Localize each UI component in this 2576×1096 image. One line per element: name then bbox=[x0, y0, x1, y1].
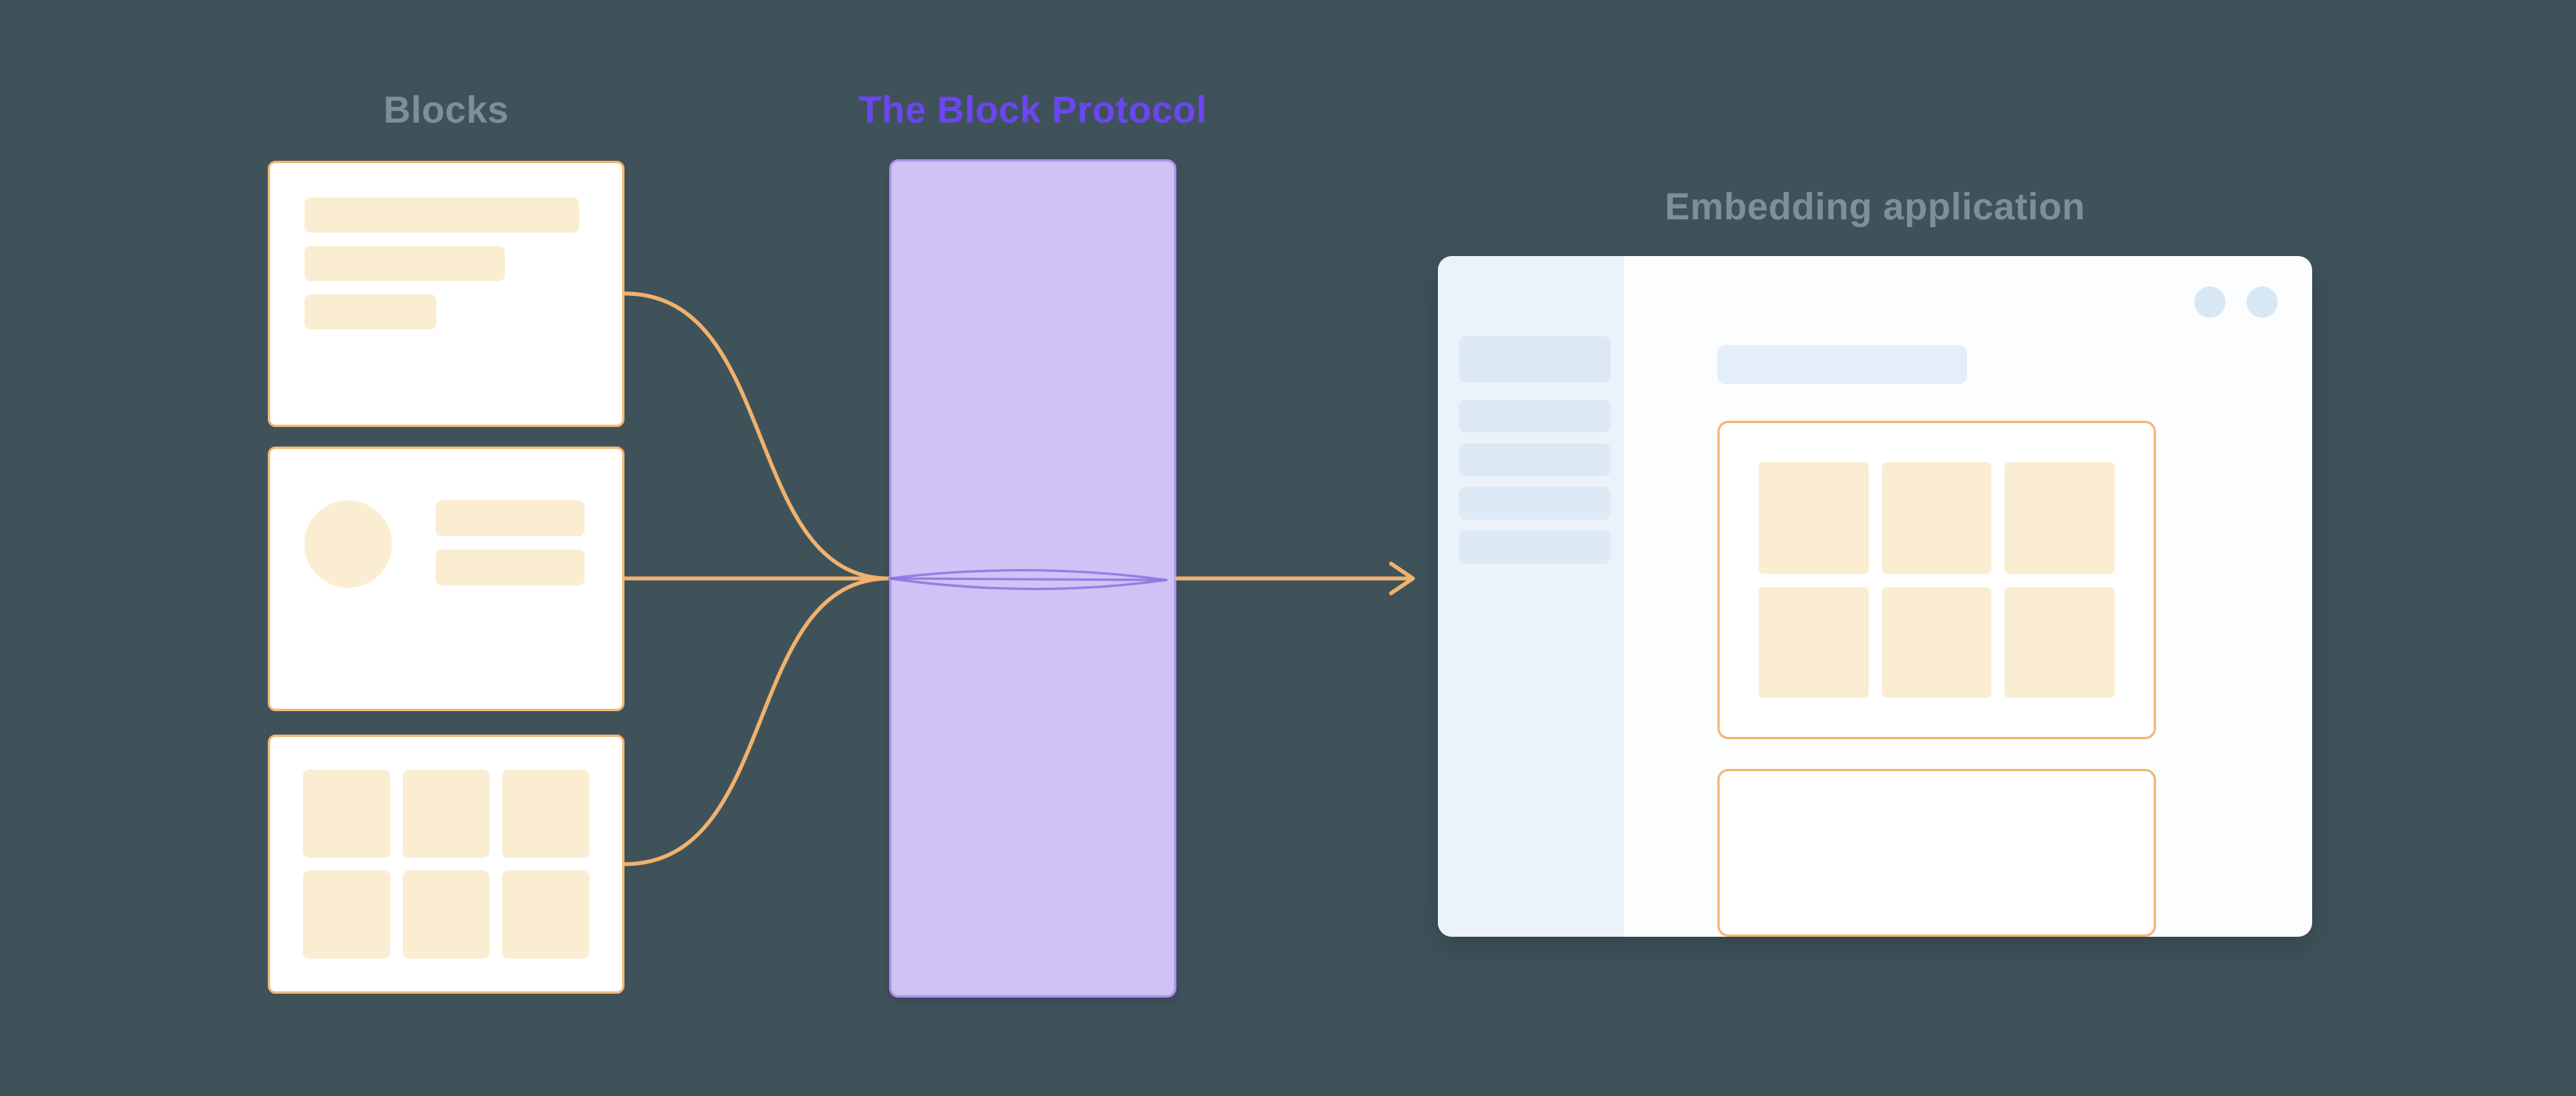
media-block-card bbox=[268, 447, 624, 711]
embedded-grid-block bbox=[1717, 421, 2156, 739]
window-control-dot bbox=[2247, 286, 2278, 318]
grid-cell-placeholder bbox=[1881, 462, 1992, 574]
protocol-label: The Block Protocol bbox=[858, 90, 1208, 131]
embedding-application-label: Embedding application bbox=[1664, 187, 2086, 228]
grid-cell-placeholder bbox=[502, 770, 589, 858]
text-line-placeholder bbox=[436, 500, 585, 536]
grid-cell-placeholder bbox=[303, 870, 390, 959]
embedding-app-window bbox=[1438, 256, 2312, 937]
grid-cell-placeholder bbox=[1881, 586, 1992, 698]
grid-cell-placeholder bbox=[402, 770, 490, 858]
text-line-placeholder bbox=[304, 197, 579, 233]
text-line-placeholder bbox=[436, 550, 585, 585]
avatar-circle-placeholder bbox=[304, 500, 392, 588]
grid-cell-placeholder bbox=[1759, 462, 1869, 574]
sidebar-item-placeholder bbox=[1459, 400, 1610, 432]
grid-block-card bbox=[268, 735, 624, 994]
content-title-placeholder bbox=[1717, 345, 1967, 384]
text-block-card bbox=[268, 161, 624, 427]
sidebar-item-placeholder bbox=[1459, 487, 1610, 520]
media-text-placeholders bbox=[436, 500, 585, 585]
output-arrow bbox=[1174, 561, 1415, 596]
sidebar-item-placeholder bbox=[1459, 443, 1610, 476]
sidebar-item-placeholder bbox=[1459, 531, 1610, 564]
connector-top bbox=[622, 291, 891, 581]
protocol-block bbox=[889, 159, 1176, 998]
text-line-placeholder bbox=[304, 294, 436, 329]
connector-bottom bbox=[622, 576, 891, 866]
blocks-label: Blocks bbox=[383, 90, 509, 131]
embedded-empty-block bbox=[1717, 769, 2156, 937]
arrow-head bbox=[1389, 561, 1415, 596]
app-sidebar bbox=[1438, 256, 1624, 937]
grid-cell-placeholder bbox=[1759, 586, 1869, 698]
text-line-placeholder bbox=[304, 246, 505, 281]
grid-cell-placeholder bbox=[502, 870, 589, 959]
sidebar-item-placeholder bbox=[1459, 336, 1610, 383]
grid-cell-placeholder bbox=[2005, 462, 2115, 574]
window-control-dot bbox=[2194, 286, 2226, 318]
grid-cell-placeholder bbox=[2005, 586, 2115, 698]
grid-cell-placeholder bbox=[402, 870, 490, 959]
grid-cell-placeholder bbox=[303, 770, 390, 858]
